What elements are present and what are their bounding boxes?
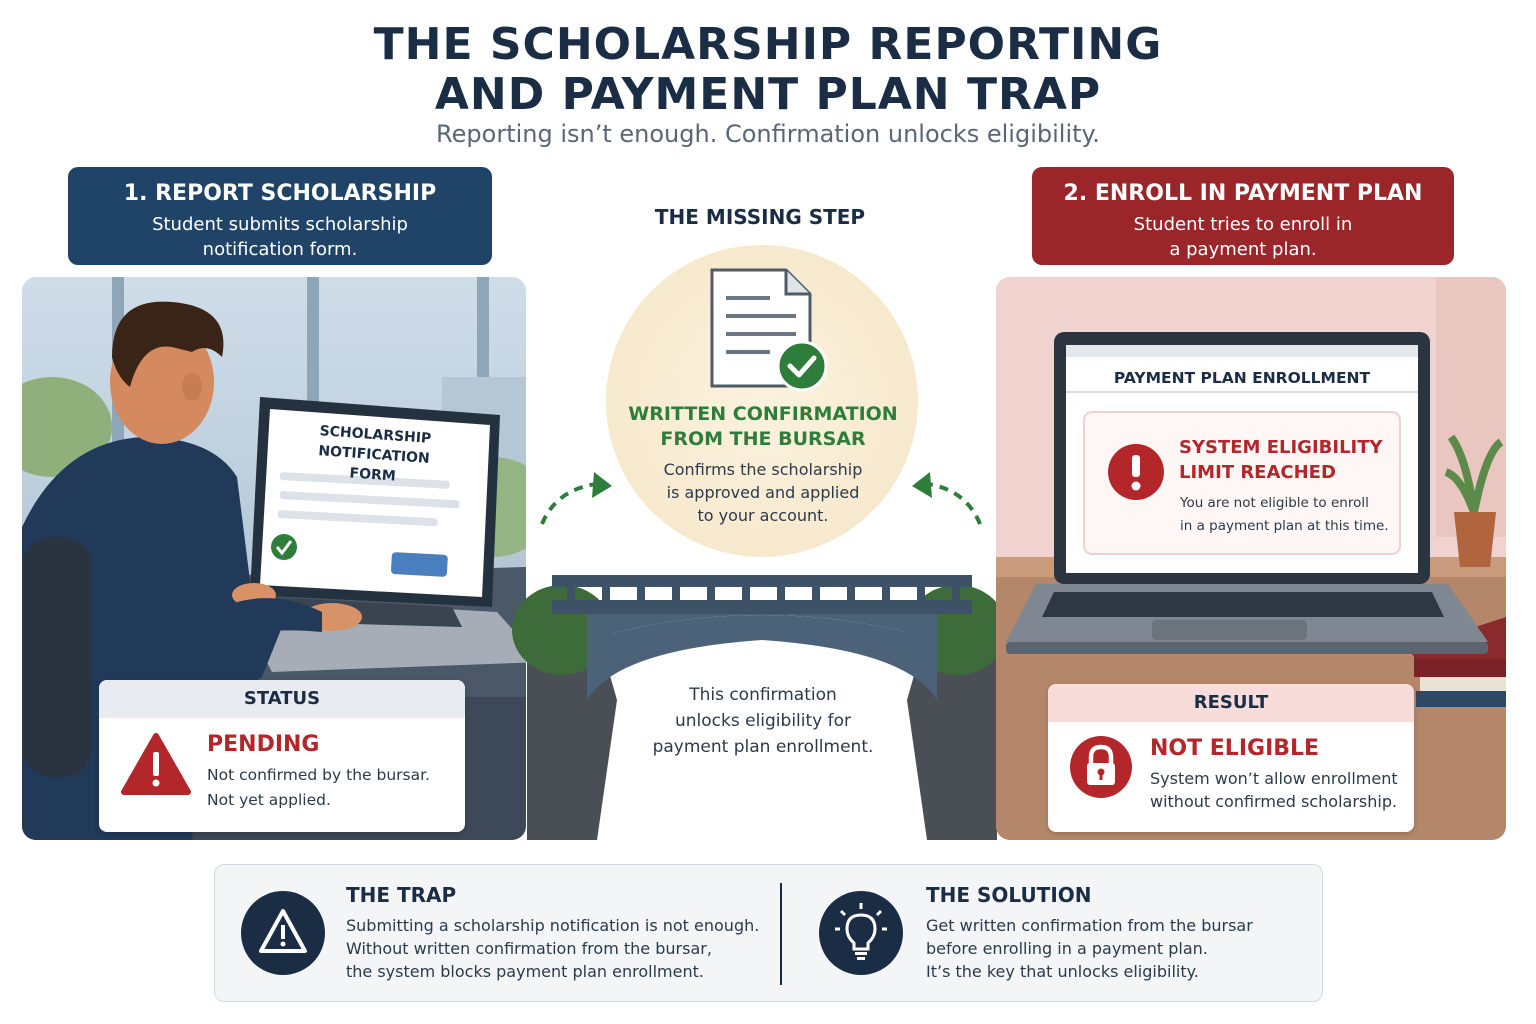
right-dashed-arrow-icon bbox=[912, 472, 982, 525]
step1-description: Student submits scholarship notification… bbox=[152, 214, 408, 260]
status-details: Not confirmed by the bursar. Not yet app… bbox=[207, 766, 430, 809]
trap-text: Submitting a scholarship notification is… bbox=[346, 916, 760, 981]
left-dashed-arrow-icon bbox=[540, 472, 612, 525]
result-value: NOT ELIGIBLE bbox=[1150, 736, 1320, 761]
result-header: RESULT bbox=[1048, 684, 1414, 722]
trap-icon-circle bbox=[241, 891, 325, 975]
status-card: STATUS PENDING Not confirmed by the burs… bbox=[99, 680, 465, 832]
form-screen-title: SCHOLARSHIP NOTIFICATION FORM bbox=[317, 423, 432, 485]
title-line-1: THE SCHOLARSHIP REPORTING bbox=[373, 19, 1163, 70]
result-details: System won’t allow enrollment without co… bbox=[1150, 769, 1398, 811]
eligibility-error-message: You are not eligible to enroll in a paym… bbox=[1180, 495, 1389, 534]
lightbulb-icon bbox=[835, 903, 887, 960]
solution-text: Get written confirmation from the bursar… bbox=[926, 916, 1253, 981]
lock-icon bbox=[1070, 736, 1132, 798]
solution-heading: THE SOLUTION bbox=[926, 883, 1092, 907]
bottom-divider bbox=[780, 883, 782, 985]
eligibility-error-title: SYSTEM ELIGIBILITY LIMIT REACHED bbox=[1179, 437, 1383, 483]
solution-icon-circle bbox=[819, 891, 903, 975]
step1-heading: 1. REPORT SCHOLARSHIP bbox=[123, 181, 437, 206]
enrollment-screen-title: PAYMENT PLAN ENROLLMENT bbox=[1113, 369, 1371, 387]
enrollment-laptop-illustration bbox=[996, 277, 1506, 840]
trap-heading: THE TRAP bbox=[346, 883, 457, 907]
result-card: RESULT NOT ELIGIBLE System won’t allow e… bbox=[1048, 684, 1414, 832]
confirmation-description: Confirms the scholarship is approved and… bbox=[663, 460, 863, 525]
confirmation-title: WRITTEN CONFIRMATION FROM THE BURSAR bbox=[628, 403, 898, 450]
unlock-eligibility-text: This confirmation unlocks eligibility fo… bbox=[652, 685, 874, 757]
step2-description: Student tries to enroll in a payment pla… bbox=[1133, 214, 1353, 260]
warning-triangle-icon bbox=[259, 909, 307, 953]
step1-header: 1. REPORT SCHOLARSHIP Student submits sc… bbox=[68, 167, 492, 265]
status-value: PENDING bbox=[207, 732, 320, 757]
status-header: STATUS bbox=[99, 680, 465, 718]
bridge-illustration bbox=[512, 575, 1007, 840]
subtitle: Reporting isn’t enough. Confirmation unl… bbox=[436, 120, 1100, 148]
enrollment-illustration-panel: PAYMENT PLAN ENROLLMENT SYSTEM ELIGIBILI… bbox=[996, 277, 1506, 840]
missing-step-label: THE MISSING STEP bbox=[654, 205, 866, 229]
warning-icon bbox=[121, 733, 191, 795]
step2-header: 2. ENROLL IN PAYMENT PLAN Student tries … bbox=[1032, 167, 1454, 265]
main-title: THE SCHOLARSHIP REPORTING AND PAYMENT PL… bbox=[0, 20, 1536, 120]
document-check-icon bbox=[710, 268, 828, 392]
title-line-2: AND PAYMENT PLAN TRAP bbox=[434, 69, 1102, 120]
step2-heading: 2. ENROLL IN PAYMENT PLAN bbox=[1063, 181, 1423, 206]
trap-solution-bar: THE TRAP Submitting a scholarship notifi… bbox=[214, 864, 1323, 1002]
